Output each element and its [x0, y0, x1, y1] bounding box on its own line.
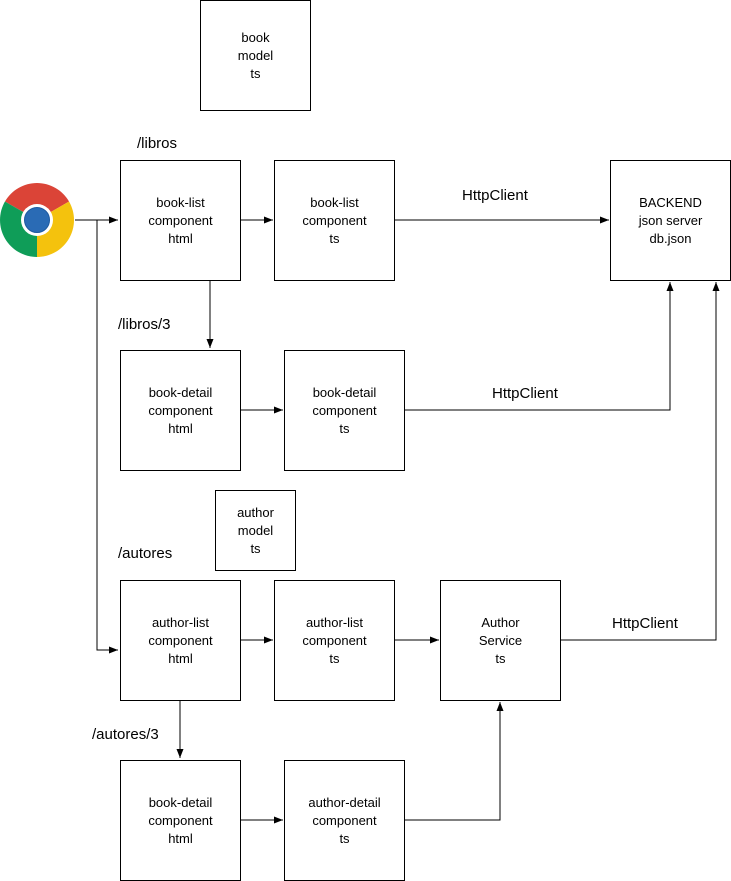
author-model-label: author model ts: [237, 504, 274, 556]
book-list-html-node: book-list component html: [120, 160, 241, 281]
author-list-ts-node: author-list component ts: [274, 580, 395, 701]
edge-label-httpclient-book-detail: HttpClient: [492, 385, 558, 402]
route-autores: /autores: [118, 545, 173, 562]
route-libros-3: /libros/3: [118, 316, 171, 333]
author-detail-html-label: book-detail component html: [148, 794, 213, 846]
edge-author-detail-ts-to-service: [404, 702, 504, 821]
author-list-html-label: author-list component html: [148, 614, 213, 666]
author-detail-html-node: book-detail component html: [120, 760, 241, 881]
backend-node: BACKEND json server db.json: [610, 160, 731, 281]
book-model-node: book model ts: [200, 0, 311, 111]
author-list-ts-label: author-list component ts: [302, 614, 367, 666]
author-model-node: author model ts: [215, 490, 296, 571]
book-list-html-label: book-list component html: [148, 194, 213, 246]
book-detail-ts-node: book-detail component ts: [284, 350, 405, 471]
book-detail-html-node: book-detail component html: [120, 350, 241, 471]
author-service-node: Author Service ts: [440, 580, 561, 701]
author-detail-ts-label: author-detail component ts: [308, 794, 381, 846]
edge-label-httpclient-author-service: HttpClient: [612, 615, 678, 632]
edge-label-httpclient-book-list: HttpClient: [462, 187, 528, 204]
author-list-html-node: author-list component html: [120, 580, 241, 701]
edge-book-detail-ts-to-backend: [404, 282, 674, 411]
author-service-label: Author Service ts: [478, 614, 523, 666]
book-detail-ts-label: book-detail component ts: [312, 384, 377, 436]
author-detail-ts-node: author-detail component ts: [284, 760, 405, 881]
backend-label: BACKEND json server db.json: [638, 194, 703, 246]
book-detail-html-label: book-detail component html: [148, 384, 213, 436]
edge-chrome-to-author-list-html: [96, 220, 118, 654]
route-autores-3: /autores/3: [92, 726, 159, 743]
book-list-ts-node: book-list component ts: [274, 160, 395, 281]
chrome-icon: [0, 183, 74, 257]
book-list-ts-label: book-list component ts: [302, 194, 367, 246]
book-model-label: book model ts: [237, 29, 274, 81]
chrome-red-segment: [4, 183, 70, 220]
route-libros: /libros: [137, 135, 178, 152]
edge-author-service-to-backend: [560, 282, 720, 641]
